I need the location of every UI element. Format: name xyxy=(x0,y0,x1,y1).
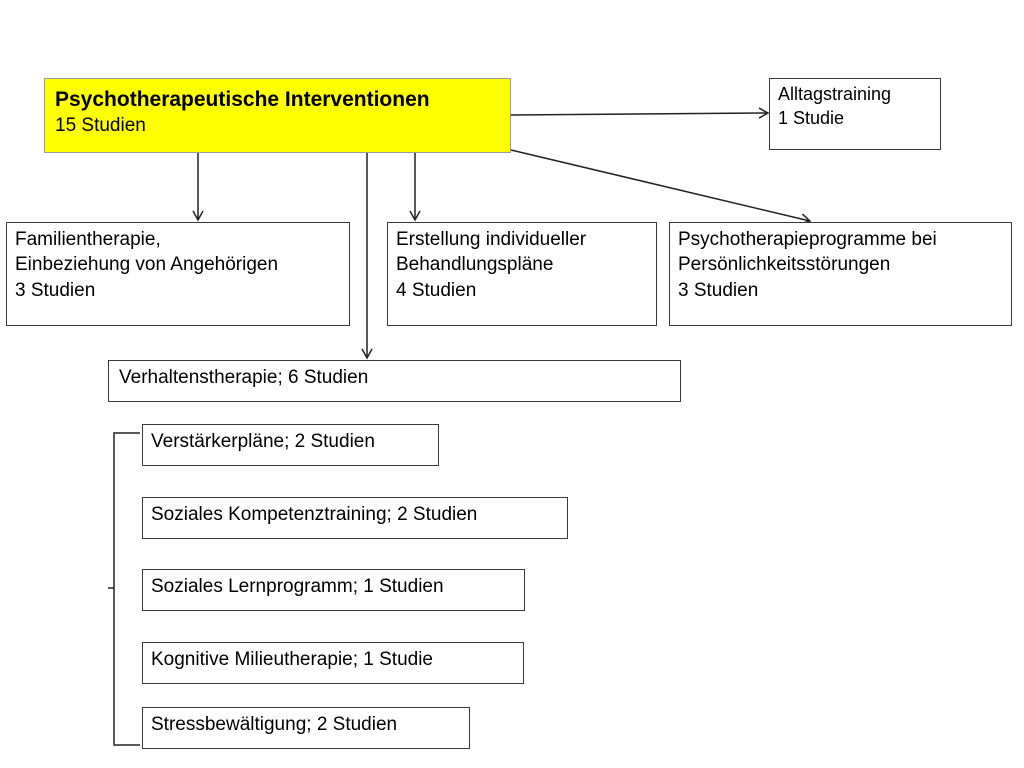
node-erstellung-count: 4 Studien xyxy=(396,279,477,301)
subitem-stressbewaeltigung: Stressbewältigung; 2 Studien xyxy=(142,707,470,749)
node-familientherapie-line2: Einbeziehung von Angehörigen xyxy=(15,254,279,276)
subitem-soziales-kompetenztraining-label: Soziales Kompetenztraining; 2 Studien xyxy=(151,504,478,525)
node-familientherapie-count: 3 Studien xyxy=(15,279,96,301)
node-erstellung-line1: Erstellung individueller xyxy=(396,229,587,250)
bracket-subitems xyxy=(113,432,140,746)
node-verhaltenstherapie-label: Verhaltenstherapie; 6 Studien xyxy=(119,367,369,388)
node-psychotherapieprogramme: Psychotherapieprogramme bei Persönlichke… xyxy=(669,222,1012,326)
node-erstellung-line2: Behandlungspläne xyxy=(396,254,554,276)
node-psychotherapieprogramme-line1: Psychotherapieprogramme bei xyxy=(678,229,937,250)
subitem-soziales-kompetenztraining: Soziales Kompetenztraining; 2 Studien xyxy=(142,497,568,539)
node-verhaltenstherapie: Verhaltenstherapie; 6 Studien xyxy=(108,360,681,402)
node-psychotherapieprogramme-line2: Persönlichkeitsstörungen xyxy=(678,254,891,276)
arrow-to-psychotherapieprogramme xyxy=(510,149,812,225)
node-erstellung-behandlungsplaene: Erstellung individueller Behandlungsplän… xyxy=(387,222,657,326)
subitem-verstaerkerplaene: Verstärkerpläne; 2 Studien xyxy=(142,424,439,466)
main-node-count: 15 Studien xyxy=(55,115,146,137)
main-node-psychotherapeutische-interventionen: Psychotherapeutische Interventionen 15 S… xyxy=(44,78,511,153)
node-alltagstraining-count: 1 Studie xyxy=(778,107,845,128)
node-familientherapie: Familientherapie, Einbeziehung von Angeh… xyxy=(6,222,350,326)
node-alltagstraining-label: Alltagstraining xyxy=(778,84,892,104)
main-node-title: Psychotherapeutische Interventionen xyxy=(55,88,430,111)
subitem-kognitive-milieutherapie: Kognitive Milieutherapie; 1 Studie xyxy=(142,642,524,684)
node-psychotherapieprogramme-count: 3 Studien xyxy=(678,279,759,301)
arrow-to-alltagstraining xyxy=(510,107,770,119)
subitem-kognitive-milieutherapie-label: Kognitive Milieutherapie; 1 Studie xyxy=(151,649,434,670)
subitem-stressbewaeltigung-label: Stressbewältigung; 2 Studien xyxy=(151,714,398,735)
subitem-verstaerkerplaene-label: Verstärkerpläne; 2 Studien xyxy=(151,431,375,452)
subitem-soziales-lernprogramm: Soziales Lernprogramm; 1 Studien xyxy=(142,569,525,611)
node-familientherapie-line1: Familientherapie, xyxy=(15,229,161,250)
subitem-soziales-lernprogramm-label: Soziales Lernprogramm; 1 Studien xyxy=(151,576,444,597)
node-alltagstraining: Alltagstraining 1 Studie xyxy=(769,78,941,150)
